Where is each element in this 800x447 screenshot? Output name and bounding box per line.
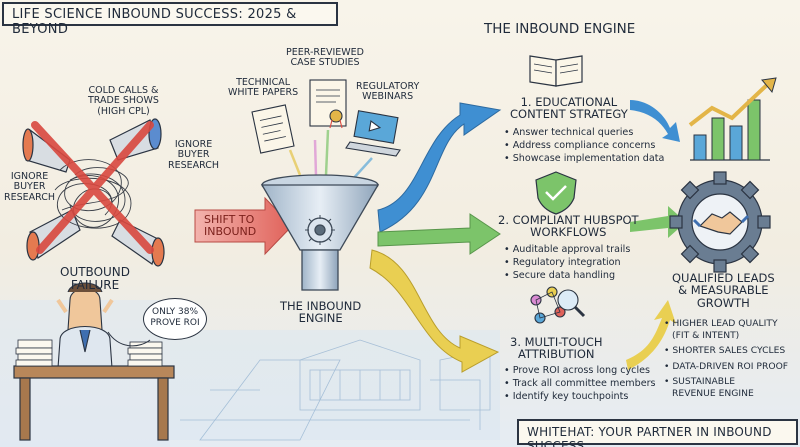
- label-line: CONTENT STRATEGY: [510, 107, 628, 122]
- result-item: SUSTAINABLE REVENUE ENGINE: [664, 376, 788, 399]
- label-line: PEER-REVIEWED: [286, 47, 364, 58]
- bullet: Prove ROI across long cycles: [504, 364, 656, 377]
- label-line: THE INBOUND: [280, 299, 362, 313]
- label-funnel-engine: THE INBOUND ENGINE: [280, 300, 361, 325]
- label-line: QUALIFIED LEADS: [672, 271, 775, 285]
- bullet: Track all committee members: [504, 377, 656, 390]
- case-study-icon: [309, 79, 347, 129]
- label-line: IGNORE: [10, 171, 49, 182]
- page-title: LIFE SCIENCE INBOUND SUCCESS: 2025 & BEY…: [12, 7, 297, 37]
- label-line: ENGINE: [298, 311, 343, 326]
- bullet: Identify key touchpoints: [504, 390, 656, 403]
- label-line: TRADE SHOWS: [88, 95, 159, 107]
- label-shift-to-inbound: SHIFT TO INBOUND: [204, 214, 256, 238]
- arrow-to-step-1: [377, 102, 502, 233]
- red-x-mark: [31, 121, 154, 254]
- label-white-papers: TECHNICAL WHITE PAPERS: [228, 77, 299, 99]
- content-streams: [288, 129, 373, 181]
- result-item: DATA-DRIVEN ROI PROOF: [664, 361, 788, 373]
- step-1-title: 1. EDUCATIONAL CONTENT STRATEGY: [510, 96, 628, 121]
- label-ignore-left: IGNORE BUYER RESEARCH: [4, 171, 56, 203]
- result-line: REVENUE ENGINE: [672, 387, 754, 399]
- result-list: HIGHER LEAD QUALITY (FIT & INTENT) SHORT…: [664, 318, 788, 403]
- label-line: RESEARCH: [4, 191, 56, 203]
- arrow-to-step-2: [377, 213, 501, 255]
- growth-chart-icon: [688, 77, 777, 161]
- shift-arrow: [194, 196, 293, 256]
- label-line: WEBINARS: [362, 91, 414, 103]
- label-line: FAILURE: [70, 277, 120, 292]
- shield-check-icon: [535, 171, 577, 215]
- bullet: Secure data handling: [504, 269, 630, 282]
- footer-banner: WHITEHAT: YOUR PARTNER IN INBOUND SUCCES…: [517, 419, 798, 447]
- footer-text: WHITEHAT: YOUR PARTNER IN INBOUND SUCCES…: [527, 425, 772, 447]
- label-ignore-right: IGNORE BUYER RESEARCH: [168, 139, 220, 171]
- label-line: TECHNICAL: [236, 77, 291, 88]
- label-cold-calls: COLD CALLS & TRADE SHOWS (HIGH CPL): [88, 85, 159, 117]
- bubble-line: ONLY 38%: [152, 307, 198, 317]
- step-3-bullets: Prove ROI across long cycles Track all c…: [504, 364, 656, 403]
- title-banner: LIFE SCIENCE INBOUND SUCCESS: 2025 & BEY…: [2, 2, 338, 37]
- result-line: HIGHER LEAD QUALITY: [672, 318, 778, 329]
- step-3-title: 3. MULTI-TOUCH ATTRIBUTION: [510, 336, 602, 361]
- label-line: CASE STUDIES: [290, 57, 360, 69]
- label-line: RESEARCH: [168, 159, 220, 171]
- label-case-studies: PEER-REVIEWED CASE STUDIES: [286, 47, 364, 69]
- label-line: (HIGH CPL): [97, 105, 150, 117]
- desk: [13, 365, 175, 441]
- label-webinars: REGULATORY WEBINARS: [356, 81, 420, 103]
- engine-heading: THE INBOUND ENGINE: [484, 21, 636, 37]
- megaphone-top-left: [22, 128, 71, 173]
- arrow-to-growth: [630, 100, 680, 142]
- bullet: Showcase implementation data: [504, 152, 665, 165]
- label-line: ATTRIBUTION: [517, 347, 595, 362]
- label-line: 3. MULTI-TOUCH: [510, 335, 603, 349]
- label-line: WHITE PAPERS: [228, 87, 299, 99]
- gear-icon: [305, 215, 335, 245]
- book-icon: [529, 55, 583, 87]
- label-line: OUTBOUND: [60, 265, 131, 279]
- step-2-title: 2. COMPLIANT HUBSPOT WORKFLOWS: [498, 214, 639, 239]
- stressed-worker-illustration: [56, 282, 114, 369]
- speech-bubble: ONLY 38% PROVE ROI: [143, 298, 207, 340]
- handshake-gear-icon: [669, 171, 771, 273]
- arrow-step2-to-result: [630, 206, 686, 238]
- bullet: Answer technical queries: [504, 126, 664, 139]
- result-item: SHORTER SALES CYCLES: [664, 345, 788, 357]
- label-line: BUYER: [13, 181, 46, 193]
- bubble-tail: [107, 331, 151, 347]
- megaphone-bottom-right: [111, 219, 165, 267]
- result-item: HIGHER LEAD QUALITY (FIT & INTENT): [664, 318, 788, 341]
- arrow-to-step-3: [369, 249, 500, 373]
- step-1-bullets: Answer technical queries Address complia…: [504, 126, 665, 165]
- paper-stacks: [15, 339, 163, 367]
- network-magnifier-icon: [530, 286, 586, 324]
- bullet: Address compliance concerns: [504, 139, 664, 152]
- label-line: INBOUND: [204, 224, 257, 238]
- label-line: COLD CALLS &: [88, 85, 159, 96]
- label-line: IGNORE: [174, 139, 213, 150]
- white-paper-icon: [251, 104, 295, 154]
- step-2-bullets: Auditable approval trails Regulatory int…: [504, 243, 631, 282]
- label-outbound-failure: OUTBOUND FAILURE: [60, 266, 130, 292]
- result-line: DATA-DRIVEN ROI PROOF: [672, 360, 789, 372]
- label-line: WORKFLOWS: [530, 225, 607, 240]
- result-line: SHORTER SALES CYCLES: [672, 345, 786, 356]
- label-line: 1. EDUCATIONAL: [520, 95, 618, 109]
- label-line: BUYER: [177, 149, 210, 161]
- label-line: & MEASURABLE: [678, 283, 769, 298]
- bubble-line: PROVE ROI: [150, 318, 200, 328]
- label-line: SHIFT TO: [204, 213, 255, 226]
- webinar-laptop-icon: [345, 110, 401, 157]
- result-line: SUSTAINABLE: [672, 376, 736, 387]
- label-line: REGULATORY: [356, 81, 420, 92]
- label-line: GROWTH: [696, 295, 750, 310]
- bullet: Auditable approval trails: [504, 243, 631, 256]
- label-line: 2. COMPLIANT HUBSPOT: [498, 213, 639, 227]
- result-heading: QUALIFIED LEADS & MEASURABLE GROWTH: [672, 271, 775, 310]
- bullet: Regulatory integration: [504, 256, 630, 269]
- result-line: (FIT & INTENT): [672, 329, 740, 341]
